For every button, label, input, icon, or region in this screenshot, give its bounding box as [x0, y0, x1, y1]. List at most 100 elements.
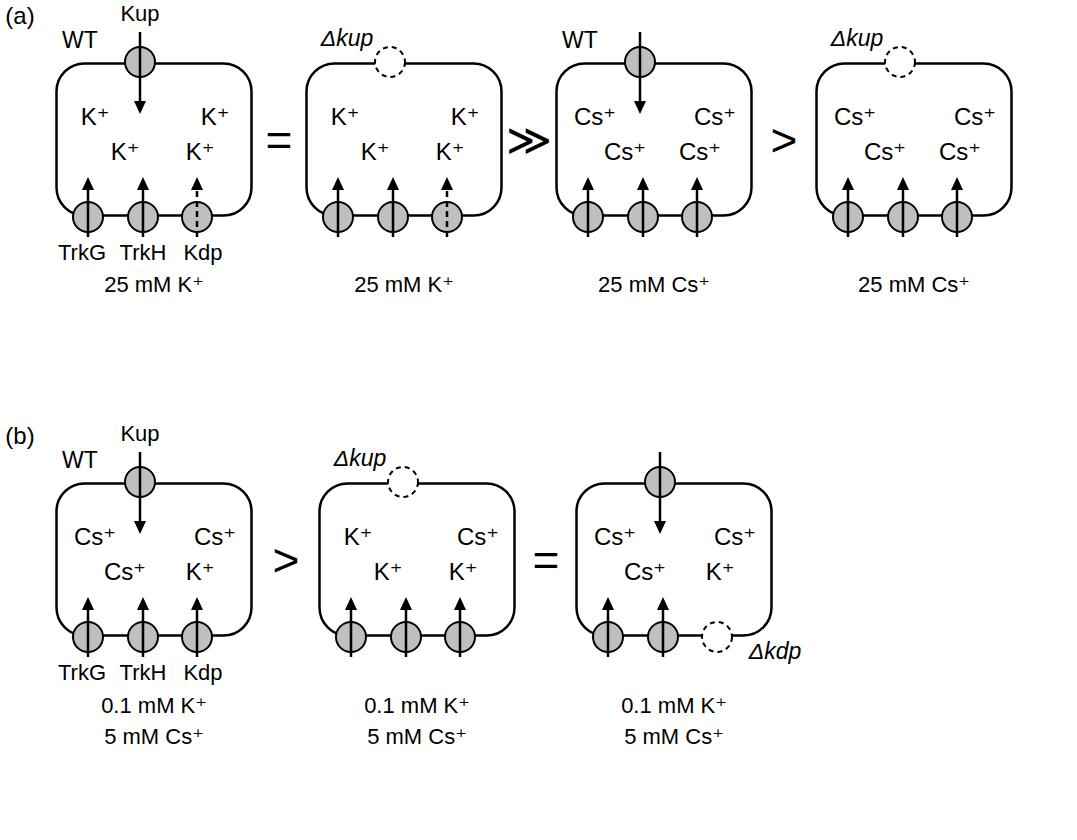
- arrow-head: [137, 177, 149, 190]
- ion-label: K⁺: [706, 560, 735, 584]
- ion-label: Cs⁺: [939, 140, 981, 164]
- concentration-label: 5 mM Cs⁺: [367, 726, 467, 748]
- cell-outline: [815, 62, 1013, 217]
- arrow-head: [345, 597, 357, 610]
- ion-flux-arrow: [659, 452, 662, 522]
- concentration-label: 25 mM Cs⁺: [598, 274, 710, 296]
- ion-label: K⁺: [201, 105, 230, 129]
- arrow-head: [82, 597, 94, 610]
- concentration-label: 0.1 mM K⁺: [621, 695, 727, 717]
- ion-flux-arrow: [139, 452, 142, 522]
- ion-label: Cs⁺: [457, 525, 499, 549]
- ion-flux-arrow: [392, 189, 395, 237]
- ion-label: Cs⁺: [714, 525, 756, 549]
- concentration-label: 25 mM K⁺: [104, 274, 204, 296]
- transporter-label: Kup: [120, 3, 159, 25]
- transporter-label: TrkG: [58, 242, 106, 264]
- cell-box: Cs⁺Cs⁺Cs⁺K⁺Δkdp: [575, 482, 773, 637]
- comparison-symbol: =: [533, 537, 560, 583]
- ion-flux-arrow: [196, 609, 199, 657]
- arrow-head: [582, 177, 594, 190]
- ion-label: K⁺: [451, 105, 480, 129]
- strain-label: Δkup: [334, 447, 387, 470]
- arrow-head: [134, 101, 146, 114]
- ion-flux-arrow: [847, 189, 850, 237]
- concentration-label: 25 mM K⁺: [354, 274, 454, 296]
- ion-label: K⁺: [344, 525, 373, 549]
- strain-label: WT: [562, 29, 598, 52]
- arrow-head: [637, 177, 649, 190]
- arrow-head: [191, 597, 203, 610]
- deleted-transporter: [375, 47, 405, 77]
- cell-box: WTK⁺K⁺K⁺K⁺: [55, 62, 253, 217]
- deleted-transporter: [702, 622, 732, 652]
- arrow-head: [387, 177, 399, 190]
- ion-flux-arrow: [642, 189, 645, 237]
- strain-label: Δkup: [321, 27, 374, 50]
- transporter-label: TrkH: [120, 662, 167, 684]
- ion-label: K⁺: [331, 105, 360, 129]
- cell-box: ΔkupK⁺K⁺K⁺K⁺: [305, 62, 503, 217]
- ion-label: Cs⁺: [694, 105, 736, 129]
- concentration-label: 25 mM Cs⁺: [858, 274, 970, 296]
- ion-flux-arrow: [196, 189, 199, 237]
- ion-flux-arrow: [337, 189, 340, 237]
- ion-flux-arrow: [607, 609, 610, 657]
- arrow-head: [137, 597, 149, 610]
- ion-label: Cs⁺: [594, 525, 636, 549]
- concentration-label: 0.1 mM K⁺: [101, 695, 207, 717]
- ion-label: K⁺: [186, 140, 215, 164]
- arrow-head: [82, 177, 94, 190]
- ion-flux-arrow: [956, 189, 959, 237]
- ion-flux-arrow: [587, 189, 590, 237]
- ion-label: Cs⁺: [194, 525, 236, 549]
- cell-membrane: [320, 484, 515, 636]
- arrow-head: [842, 177, 854, 190]
- ion-label: Cs⁺: [624, 560, 666, 584]
- strain-label: WT: [62, 449, 98, 472]
- deleted-transporter: [885, 47, 915, 77]
- ion-flux-arrow: [459, 609, 462, 657]
- cell-box: WTCs⁺Cs⁺Cs⁺K⁺: [55, 482, 253, 637]
- transporter-label: TrkG: [58, 662, 106, 684]
- cell-outline: [305, 62, 503, 217]
- cell-outline: [318, 482, 516, 637]
- ion-label: K⁺: [81, 105, 110, 129]
- ion-label: Cs⁺: [864, 140, 906, 164]
- ion-flux-arrow: [902, 189, 905, 237]
- ion-label: K⁺: [374, 560, 403, 584]
- ion-label: K⁺: [186, 560, 215, 584]
- cell-outline: [55, 62, 253, 217]
- ion-flux-arrow: [142, 189, 145, 237]
- concentration-label: 5 mM Cs⁺: [624, 726, 724, 748]
- cell-membrane: [817, 64, 1012, 216]
- cell-box: ΔkupCs⁺Cs⁺Cs⁺Cs⁺: [815, 62, 1013, 217]
- arrow-head: [454, 597, 466, 610]
- cell-membrane: [307, 64, 502, 216]
- arrow-head: [654, 521, 666, 534]
- comparison-symbol: >: [273, 537, 300, 583]
- comparison-symbol: ≫: [506, 118, 552, 162]
- ion-flux-arrow: [639, 32, 642, 102]
- ion-flux-arrow: [350, 609, 353, 657]
- ion-label: Cs⁺: [954, 105, 996, 129]
- arrow-head: [634, 101, 646, 114]
- ion-label: Cs⁺: [104, 560, 146, 584]
- cell-outline: [55, 482, 253, 637]
- deleted-transporter: [388, 467, 418, 497]
- ion-flux-arrow: [446, 189, 449, 237]
- ion-label: K⁺: [436, 140, 465, 164]
- cell-membrane: [577, 484, 772, 636]
- arrow-head: [400, 597, 412, 610]
- strain-label: Δkdp: [749, 640, 802, 663]
- ion-label: K⁺: [111, 140, 140, 164]
- ion-flux-arrow: [696, 189, 699, 237]
- arrow-head: [691, 177, 703, 190]
- strain-label: Δkup: [831, 27, 884, 50]
- concentration-label: 5 mM Cs⁺: [104, 726, 204, 748]
- transporter-label: TrkH: [120, 242, 167, 264]
- arrow-head: [134, 521, 146, 534]
- ion-flux-arrow: [142, 609, 145, 657]
- ion-flux-arrow: [139, 32, 142, 102]
